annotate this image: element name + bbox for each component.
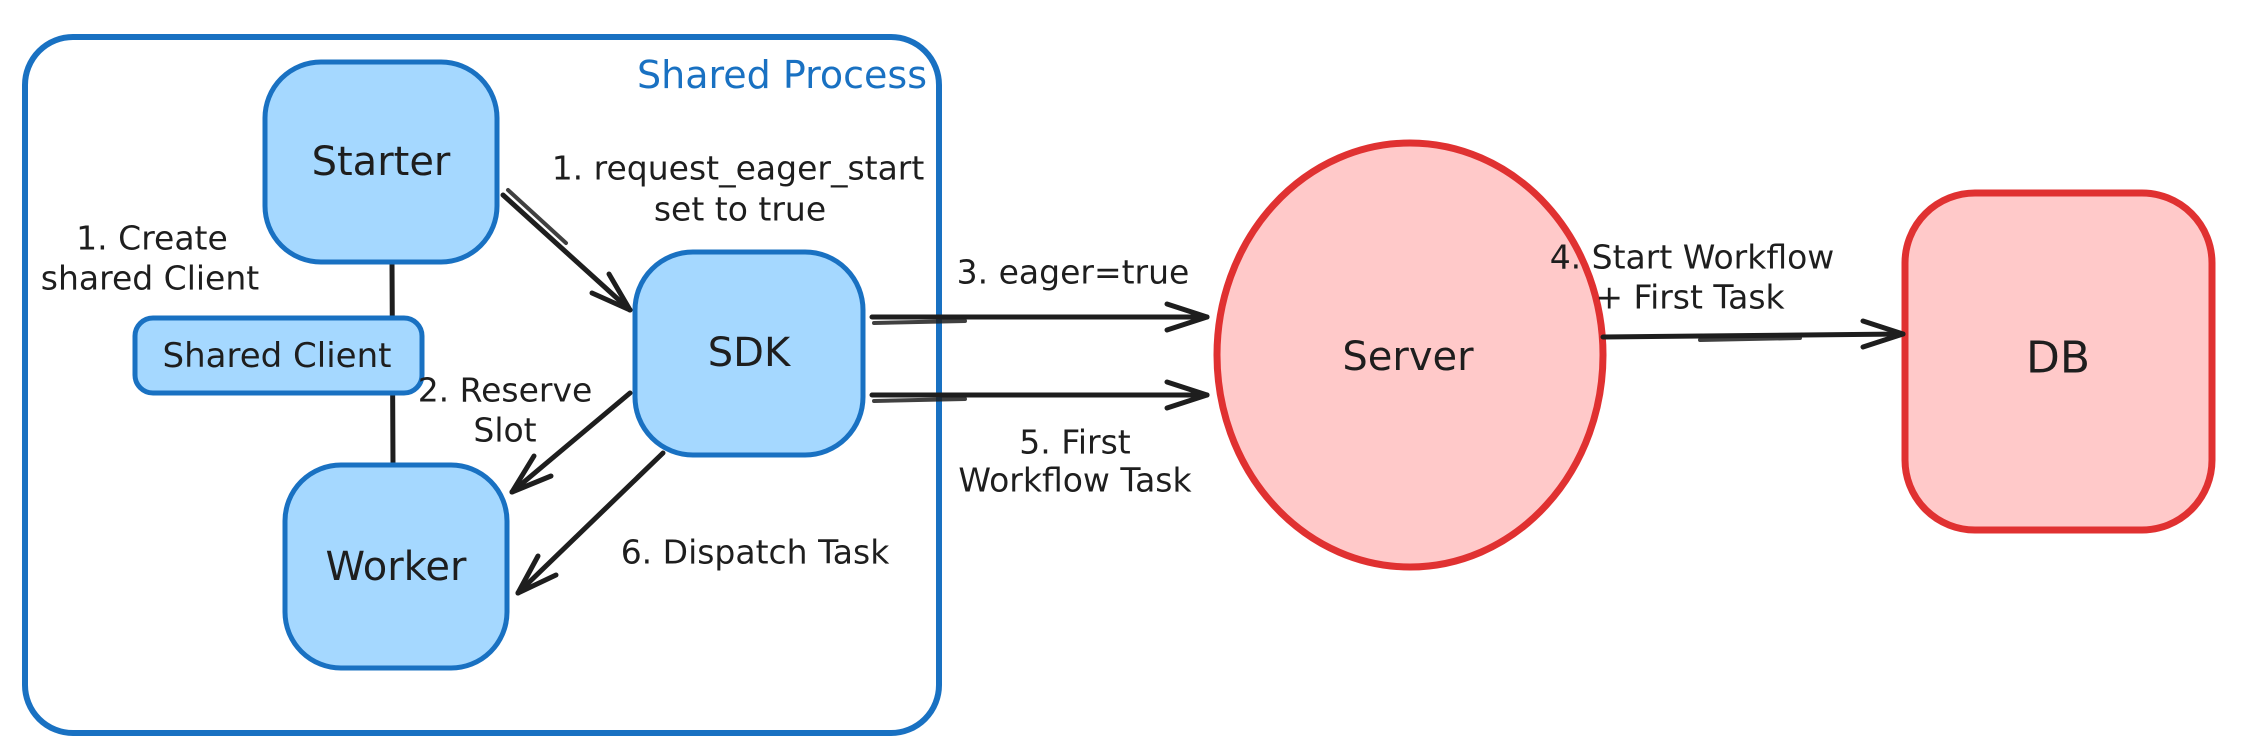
starter-box [262,59,500,265]
shared-process-container: Shared Process [22,34,942,736]
note-create-shared-client-line2: shared Client [41,259,260,298]
db-box [1901,189,2216,534]
sdk-box [632,249,866,458]
arrow-sdk-to-server-eager [869,301,1210,333]
shared-client-box [132,315,425,396]
shared-client-node: Shared Client [132,315,425,396]
arrow-sdk-to-server-first-task [869,379,1210,411]
note-start-workflow: 4. Start Workflow + First Task [1550,238,1835,317]
note-dispatch-task: 6. Dispatch Task [621,533,891,572]
arrow-starter-to-sdk [500,188,633,313]
db-label: DB [2026,333,2090,384]
note-first-workflow-task-line1: 5. First [1019,423,1130,462]
shared-client-label: Shared Client [163,336,392,376]
shared-process-frame [22,34,942,736]
db-node: DB [1901,189,2216,534]
note-start-workflow-line1: 4. Start Workflow [1550,238,1835,277]
worker-node: Worker [282,462,510,671]
shared-process-label: Shared Process [637,53,927,97]
arrow-server-to-db [1600,318,1906,350]
sdk-node: SDK [632,249,866,458]
starter-label: Starter [312,139,451,185]
note-first-workflow-task-line2: Workflow Task [958,461,1192,500]
arrow-sdk-to-worker-reserve [509,390,633,495]
note-request-eager-start-line2: set to true [654,190,826,229]
starter-node: Starter [262,59,500,265]
server-ellipse [1213,139,1607,571]
worker-label: Worker [326,544,467,590]
note-create-shared-client: 1. Create shared Client [41,219,260,298]
note-eager-true: 3. eager=true [957,253,1190,292]
note-reserve-slot: 2. Reserve Slot [418,371,593,450]
note-create-shared-client-line1: 1. Create [76,219,228,258]
worker-box [282,462,510,671]
arrow-sdk-to-worker-dispatch [515,450,666,596]
note-request-eager-start-line1: 1. request_eager_start [552,149,925,188]
sdk-label: SDK [708,330,792,376]
note-reserve-slot-line1: 2. Reserve [418,371,593,410]
server-label: Server [1342,334,1474,380]
note-reserve-slot-line2: Slot [473,411,536,450]
note-first-workflow-task: 5. First Workflow Task [958,423,1192,500]
server-node: Server [1213,139,1607,571]
note-start-workflow-line2: + First Task [1595,278,1785,317]
note-request-eager-start: 1. request_eager_start set to true [552,149,925,229]
